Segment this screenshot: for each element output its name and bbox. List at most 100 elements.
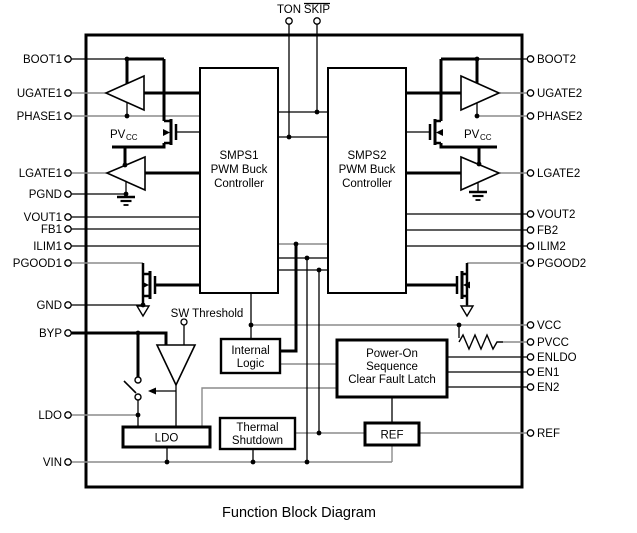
pgood1-mosfet-icon: [141, 263, 157, 305]
power-on-sequence-block: Power-On Sequence Clear Fault Latch: [335, 338, 449, 399]
pin-vout2: VOUT2: [526, 209, 575, 221]
pgood2-mosfet-icon: [455, 263, 470, 305]
smps2-line3: Controller: [342, 178, 392, 190]
svg-text:VIN: VIN: [43, 457, 62, 469]
svg-text:REF: REF: [537, 428, 560, 440]
svg-text:PGOOD1: PGOOD1: [13, 258, 62, 270]
pin-gnd: GND: [36, 300, 72, 312]
switch-control-arrow-icon: [148, 387, 156, 395]
diagram-caption: Function Block Diagram: [222, 505, 376, 521]
smps1-line3: Controller: [214, 178, 264, 190]
internal-logic-block: Internal Logic: [219, 337, 282, 375]
pin-byp: BYP: [39, 328, 72, 340]
svg-text:UGATE2: UGATE2: [537, 88, 582, 100]
pin-ilim2: ILIM2: [526, 241, 566, 253]
pvcc-right-sub: CC: [480, 133, 492, 142]
svg-text:PGND: PGND: [29, 189, 62, 201]
pin-ilim1: ILIM1: [33, 241, 72, 253]
mosfets: [141, 119, 470, 305]
pin-skip-terminal: [313, 17, 321, 25]
svg-text:ILIM1: ILIM1: [33, 241, 62, 253]
pin-pgnd: PGND: [29, 189, 72, 201]
pin-pvcc: PVCC: [526, 337, 569, 349]
chip-outline: [84, 33, 524, 489]
ldo-label: LDO: [155, 433, 179, 445]
wire-pvcc2-bar: [439, 143, 497, 149]
pvcc-labels: PV CC PV CC: [110, 129, 492, 142]
svg-text:PGOOD2: PGOOD2: [537, 258, 586, 270]
svg-text:EN2: EN2: [537, 382, 559, 394]
pin-lgate2: LGATE2: [526, 168, 580, 180]
svg-text:PVCC: PVCC: [537, 337, 569, 349]
pin-en2: EN2: [526, 382, 559, 394]
pins-top: TON SKIP: [277, 2, 330, 25]
sw-threshold-terminal: [180, 318, 188, 326]
svg-text:UGATE1: UGATE1: [17, 88, 62, 100]
pin-vout1: VOUT1: [24, 212, 72, 224]
pin-enldo: ENLDO: [526, 352, 577, 364]
pin-pgood2: PGOOD2: [526, 258, 586, 270]
boot-switch2-mosfet-icon: [428, 119, 443, 145]
gnd-arrow-right-icon: [459, 305, 475, 318]
svg-text:BOOT1: BOOT1: [23, 54, 62, 66]
pin-fb1: FB1: [41, 224, 72, 236]
bypass-switch-icon: [123, 376, 142, 401]
pvcc-left-label: PV: [110, 129, 126, 141]
svg-text:VOUT1: VOUT1: [24, 212, 62, 224]
svg-text:LDO: LDO: [38, 410, 62, 422]
smps2-line2: PWM Buck: [339, 164, 396, 176]
pin-ugate2: UGATE2: [526, 88, 582, 100]
gate-drivers: [104, 74, 502, 192]
pos-line1: Power-On: [366, 348, 418, 360]
pin-phase2: PHASE2: [526, 111, 582, 123]
ref-label: REF: [381, 430, 404, 442]
internal-logic-line1: Internal: [231, 345, 269, 357]
pvcc-right-label: PV: [464, 129, 480, 141]
wire-interblock-il-elbow: [280, 244, 298, 353]
pins-right: BOOT2 UGATE2 PHASE2 LGATE2 VOUT2 FB2 ILI…: [526, 54, 586, 440]
pvcc-left-sub: CC: [126, 133, 138, 142]
svg-text:VCC: VCC: [537, 320, 561, 332]
pin-ton: TON: [277, 4, 301, 25]
pin-ton-label: TON: [277, 4, 301, 16]
blocks: SMPS1 PWM Buck Controller SMPS2 PWM Buck…: [121, 67, 449, 451]
pin-phase1: PHASE1: [17, 111, 72, 123]
svg-text:LGATE1: LGATE1: [19, 168, 62, 180]
internal-logic-line2: Logic: [237, 358, 265, 370]
pin-fb2: FB2: [526, 225, 558, 237]
thick-wires: [71, 57, 497, 377]
wire-pvcc1-bar: [112, 143, 166, 149]
smps1-line1: SMPS1: [220, 150, 259, 162]
ldo-block: LDO: [121, 425, 212, 449]
pos-line3: Clear Fault Latch: [348, 374, 436, 386]
lgate2-ground-icon: [469, 190, 487, 201]
pin-ugate1: UGATE1: [17, 88, 72, 100]
smps2-line1: SMPS2: [348, 150, 387, 162]
svg-text:BYP: BYP: [39, 328, 62, 340]
pos-line2: Sequence: [366, 361, 418, 373]
grounds: [117, 190, 487, 318]
ref-block: REF: [363, 421, 421, 447]
sw-threshold-label: SW Threshold: [171, 308, 244, 320]
ugate2-driver-icon: [460, 74, 501, 112]
pins-left: BOOT1 UGATE1 PHASE1 LGATE1 PGND VOUT1 FB…: [13, 54, 72, 469]
svg-text:PHASE1: PHASE1: [17, 111, 62, 123]
pin-skip: SKIP: [304, 2, 330, 25]
smps2-block: SMPS2 PWM Buck Controller: [327, 67, 407, 294]
black-wires: [71, 24, 527, 462]
pin-boot2: BOOT2: [526, 54, 576, 66]
pin-pgood1: PGOOD1: [13, 258, 72, 270]
svg-text:VOUT2: VOUT2: [537, 209, 575, 221]
wire-ldo-enable: [201, 387, 337, 427]
svg-text:GND: GND: [36, 300, 62, 312]
pin-ldo: LDO: [38, 410, 72, 422]
pin-en1: EN1: [526, 367, 559, 379]
svg-text:PHASE2: PHASE2: [537, 111, 582, 123]
wire-byp: [71, 331, 168, 345]
boot-switch1-mosfet-icon: [163, 119, 178, 145]
gnd-arrow-left-icon: [135, 305, 151, 318]
svg-text:EN1: EN1: [537, 367, 559, 379]
pgnd-ground-icon: [117, 195, 135, 206]
